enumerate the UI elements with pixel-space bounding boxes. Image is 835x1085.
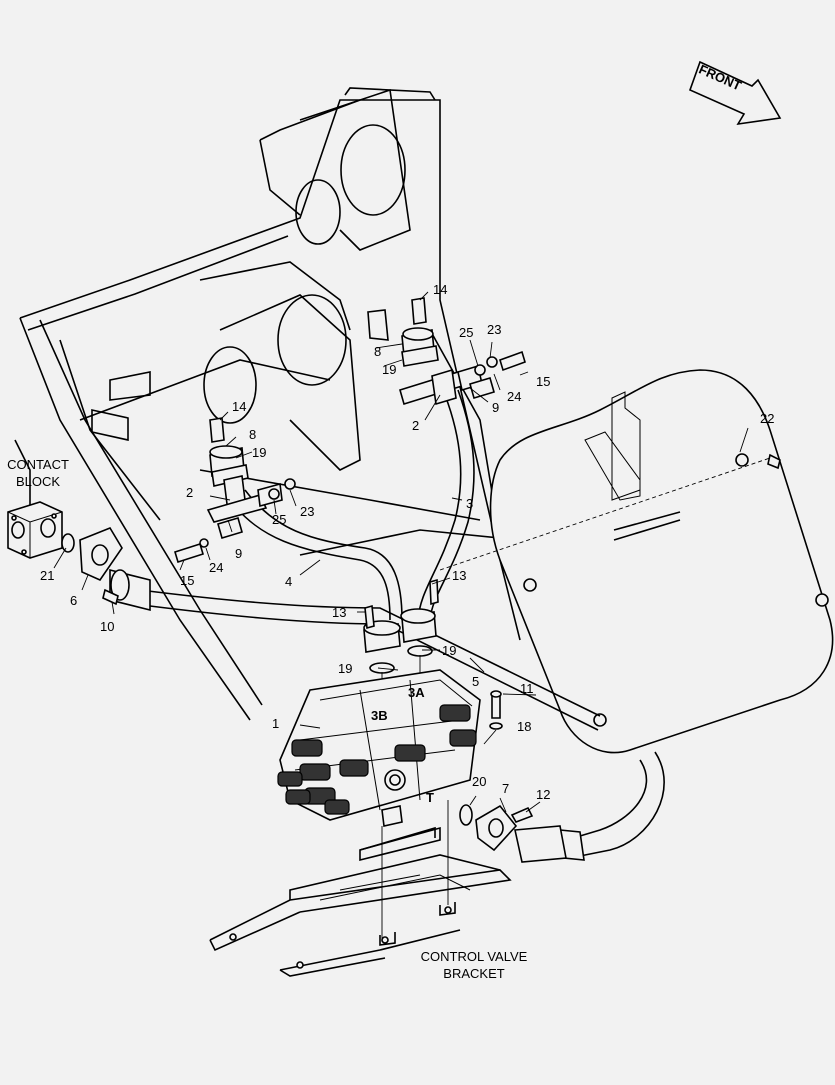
bracket-label-line2: BRACKET <box>443 966 504 981</box>
callout-8-right: 8 <box>374 344 381 359</box>
callout-20: 20 <box>472 774 486 789</box>
control-valve <box>277 669 481 827</box>
callout-12: 12 <box>536 787 550 802</box>
callout-5: 5 <box>472 674 479 689</box>
callout-14-right: 14 <box>433 282 447 297</box>
right-flange <box>459 804 534 852</box>
callout-19-valve-right: 19 <box>442 643 456 658</box>
callout-11: 11 <box>520 681 534 696</box>
hydraulic-tank <box>489 369 834 754</box>
loader-frame <box>14 87 521 721</box>
callout-6: 6 <box>70 593 77 608</box>
callout-1: 1 <box>272 716 279 731</box>
port-t: T <box>426 790 434 805</box>
port-labels: 3A 3B T <box>371 685 434 805</box>
callout-19-valve-left: 19 <box>338 661 352 676</box>
callout-23-left: 23 <box>300 504 314 519</box>
callout-7: 7 <box>502 781 509 796</box>
callout-2-left: 2 <box>186 485 193 500</box>
valve-spools <box>277 704 477 815</box>
callout-15-right: 15 <box>536 374 550 389</box>
left-clamp-assembly <box>174 417 296 564</box>
front-arrow: FRONT <box>688 60 782 126</box>
port-3b: 3B <box>371 708 388 723</box>
callout-10: 10 <box>100 619 114 634</box>
right-clamp-assembly <box>399 297 526 406</box>
callout-19-right: 19 <box>382 362 396 377</box>
tank-leader-dashed <box>439 457 771 571</box>
contact-block <box>7 501 75 559</box>
callout-21: 21 <box>40 568 54 583</box>
return-hose <box>514 751 665 863</box>
captions: CONTACT BLOCK CONTROL VALVE BRACKET <box>7 457 528 981</box>
callout-19-left: 19 <box>252 445 266 460</box>
callout-14-left: 14 <box>232 399 246 414</box>
tube-5 <box>109 568 601 731</box>
callout-9-right: 9 <box>492 400 499 415</box>
callout-2-right: 2 <box>412 418 419 433</box>
callout-24-right: 24 <box>507 389 521 404</box>
left-flange <box>79 527 123 606</box>
callout-13-left: 13 <box>332 605 346 620</box>
bracket-label-line1: CONTROL VALVE <box>421 949 528 964</box>
tube-flanges <box>363 578 439 706</box>
callout-9-left: 9 <box>235 546 242 561</box>
contact-block-label-line1: CONTACT <box>7 457 69 472</box>
bolt-11 <box>483 690 503 745</box>
callout-15-left: 15 <box>180 573 194 588</box>
contact-block-label-line2: BLOCK <box>16 474 60 489</box>
valve-bracket <box>209 800 512 977</box>
callout-18: 18 <box>517 719 531 734</box>
callout-3: 3 <box>466 496 473 511</box>
callout-23-right: 23 <box>487 322 501 337</box>
callout-25-right: 25 <box>459 325 473 340</box>
callout-4: 4 <box>285 574 292 589</box>
callout-8-left: 8 <box>249 427 256 442</box>
callout-13-right: 13 <box>452 568 466 583</box>
port-3a: 3A <box>408 685 425 700</box>
callout-24-left: 24 <box>209 560 223 575</box>
callout-22: 22 <box>760 411 774 426</box>
tube-4 <box>229 489 403 621</box>
leader-lines <box>53 291 749 813</box>
callout-numbers: 1 2 2 3 4 5 6 7 8 8 9 9 10 11 12 13 13 1… <box>40 282 774 802</box>
callout-25-left: 25 <box>272 512 286 527</box>
